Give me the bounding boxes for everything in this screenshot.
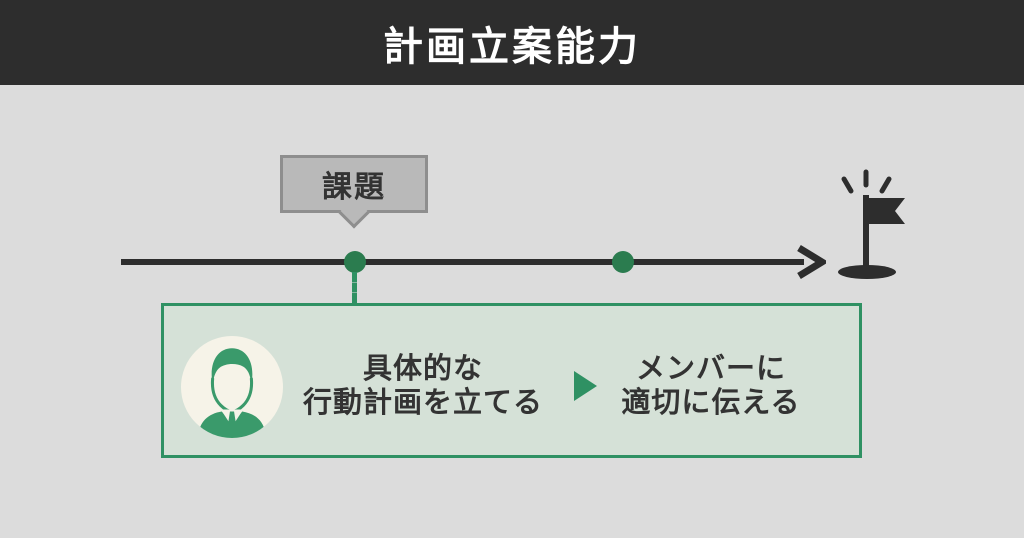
connector-dashed-line [352,272,357,303]
milestone-dot-1 [344,251,366,273]
step-plan: 具体的な 行動計画を立てる [278,352,568,420]
arrowhead-right-icon [797,245,826,279]
milestone-dot-2 [612,251,634,273]
step-plan-line2: 行動計画を立てる [302,387,543,419]
businessman-avatar [181,336,283,438]
process-box: 具体的な 行動計画を立てる メンバーに 適切に伝える [161,303,862,458]
step-communicate: メンバーに 適切に伝える [611,352,811,420]
page-title: 計画立案能力 [383,24,641,69]
callout-bubble: 課題 [280,155,428,229]
businessman-icon [198,348,266,438]
timeline-line [121,259,804,265]
triangle-right-icon [574,371,597,401]
step-communicate-line2: 適切に伝える [621,387,801,419]
goal-flag-icon [838,169,905,279]
step-plan-line1: 具体的な [362,353,483,385]
step-communicate-line1: メンバーに [635,353,786,385]
title-bar: 計画立案能力 [0,0,1024,85]
